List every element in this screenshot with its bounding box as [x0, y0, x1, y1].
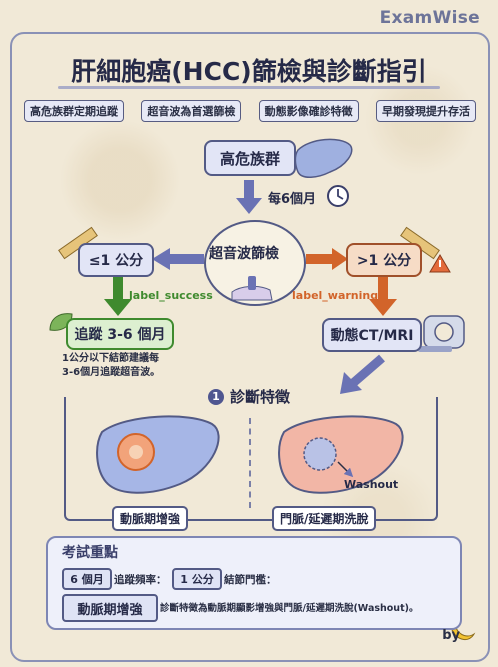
feature-chip-text: 診斷特徵為動脈期顯影增強與門脈/延遲期洗脫(Washout)。 — [160, 603, 419, 614]
arterial-liver-illustration — [96, 415, 220, 494]
tag-dynamic-imaging: 動態影像確診特徵 — [258, 100, 359, 122]
follow-up-note-line-1: 1公分以下結節建議每 — [62, 353, 159, 364]
content-frame — [10, 32, 490, 662]
mri-scanner-icon — [418, 315, 465, 352]
exam-points-title: 考試重點 — [62, 545, 118, 561]
follow-up-box: 追蹤 3-6 個月 — [66, 318, 174, 350]
washout-liver-illustration — [278, 415, 404, 494]
tag-ultrasound: 超音波為首選篩檢 — [141, 100, 242, 122]
small-nodule-box: ≤1 公分 — [78, 243, 154, 277]
follow-up-note: 1公分以下結節建議每 3-6個月追蹤超音波。 — [62, 352, 160, 380]
banana-icon — [451, 627, 476, 640]
size-chip-text: 結節門檻： — [224, 574, 277, 586]
ultrasound-oval — [204, 220, 306, 306]
interval-chip-text: 追蹤頻率： — [114, 574, 167, 586]
clock-icon — [327, 185, 349, 207]
page-title: 肝細胞癌(HCC)篩檢與診斷指引 — [71, 57, 427, 86]
diagnostic-section-title: 1 診斷特徵 — [0, 386, 498, 407]
diagnostic-title-text: 診斷特徵 — [229, 388, 290, 406]
washout-caption: 門脈/延遲期洗脫 — [272, 506, 377, 531]
dynamic-imaging-box: 動態CT/MRI — [322, 318, 422, 352]
high-risk-box: 高危族群 — [204, 140, 296, 176]
size-chip: 1 公分 — [172, 568, 222, 590]
arrow-diagonal — [340, 354, 385, 394]
large-nodule-box: >1 公分 — [346, 243, 422, 277]
washout-label: Washout — [344, 478, 399, 491]
liver-icon — [294, 138, 353, 178]
arrow-down-1 — [236, 180, 262, 214]
arrow-left-small — [152, 248, 204, 270]
tag-follow-up: 高危族群定期追蹤 — [24, 100, 124, 122]
interval-label: 每6個月 — [268, 192, 317, 207]
follow-up-note-line-2: 3-6個月追蹤超音波。 — [62, 367, 161, 378]
title-underline — [58, 86, 440, 89]
tag-row: 高危族群定期追蹤 超音波為首選篩檢 動態影像確診特徵 早期發現提升存活 — [24, 100, 476, 122]
diagnostic-section — [64, 397, 438, 521]
label-warning: label_warning — [292, 289, 379, 302]
footer-by: by — [442, 628, 460, 643]
feature-chip: 動脈期增強 — [62, 594, 158, 622]
arrow-down-success — [104, 275, 132, 316]
brand-logo: ExamWise — [379, 8, 480, 28]
ultrasound-label: 超音波篩檢 — [209, 246, 279, 262]
label-success: label_success — [129, 289, 213, 302]
section-divider — [249, 418, 251, 508]
interval-chip: 6 個月 — [62, 568, 112, 590]
arrow-right-large — [306, 248, 348, 270]
arterial-enhancement-caption: 動脈期增強 — [112, 506, 189, 531]
arrow-down-warning — [369, 275, 397, 316]
warning-icon — [429, 254, 451, 273]
tag-early-detection: 早期發現提升存活 — [375, 100, 476, 122]
section-number-badge: 1 — [207, 389, 224, 405]
